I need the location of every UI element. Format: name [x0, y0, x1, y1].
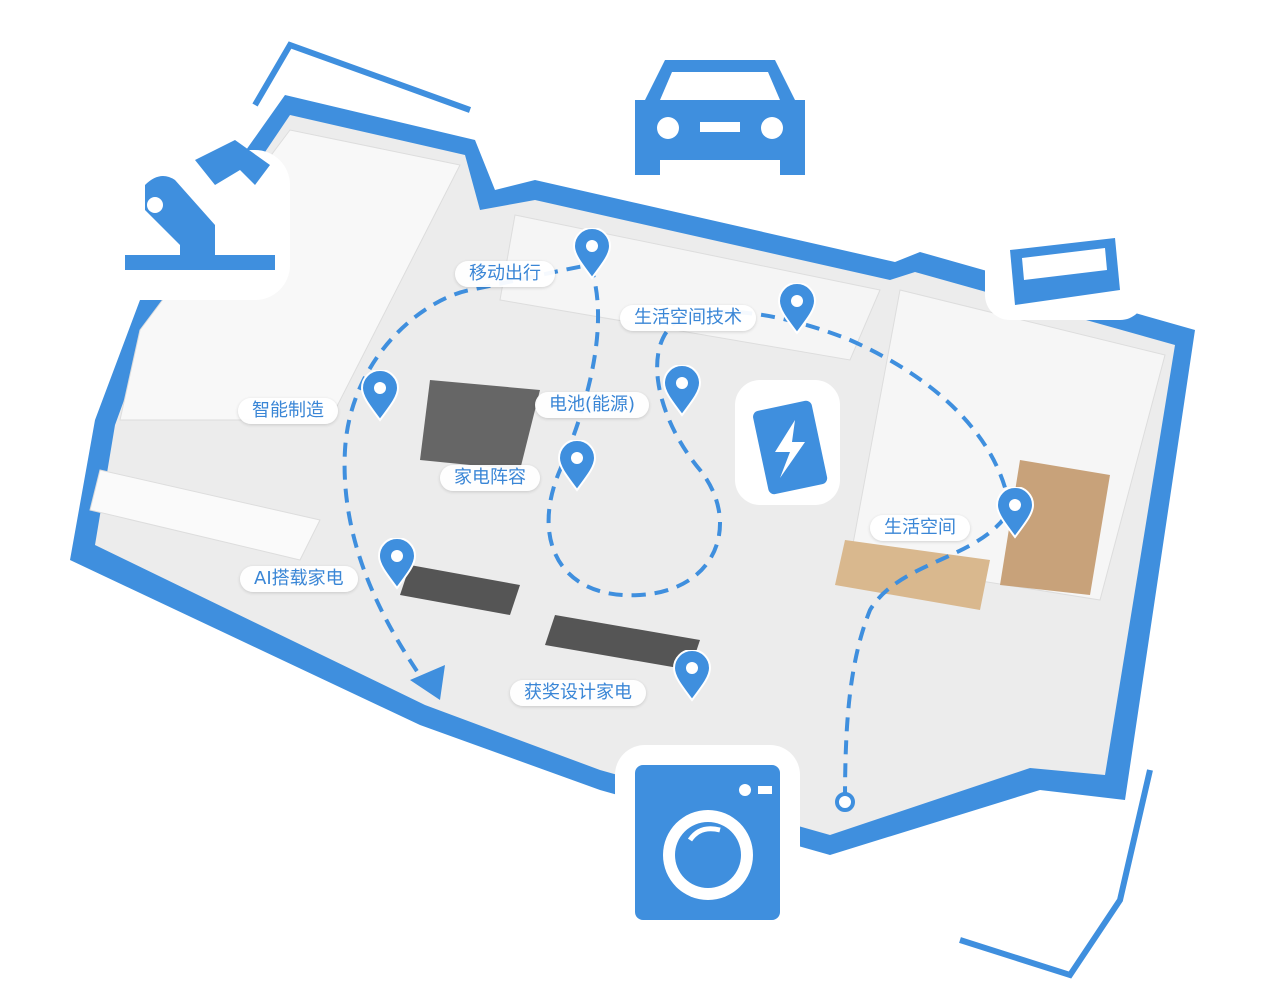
- seating-area: [89, 469, 321, 561]
- location-pin-icon[interactable]: [572, 228, 612, 280]
- zone-label-ai-appliances[interactable]: AI搭载家电: [240, 566, 358, 592]
- route-arrow-icon: [410, 665, 445, 700]
- sketch-line: [959, 769, 1153, 979]
- appliance-counter: [400, 565, 520, 615]
- zone-label-living-space[interactable]: 生活空间: [870, 515, 970, 541]
- location-pin-icon[interactable]: [777, 283, 817, 335]
- zone-label-award-design[interactable]: 获奖设计家电: [510, 680, 646, 706]
- zone-label-smart-manufacturing[interactable]: 智能制造: [238, 398, 338, 424]
- sketch-line: [252, 41, 472, 113]
- zone-label-living-tech[interactable]: 生活空间技术: [620, 305, 756, 331]
- robot-arm-icon: [105, 140, 290, 300]
- location-pin-icon[interactable]: [557, 440, 597, 492]
- car-icon: [615, 35, 825, 200]
- location-pin-icon[interactable]: [360, 370, 400, 422]
- location-pin-icon[interactable]: [995, 487, 1035, 539]
- zone-label-mobility[interactable]: 移动出行: [455, 261, 555, 287]
- zone-label-battery[interactable]: 电池(能源): [535, 392, 650, 418]
- location-pin-icon[interactable]: [662, 365, 702, 417]
- appliance-counter: [545, 615, 700, 670]
- zone-label-appliance-lineup[interactable]: 家电阵容: [440, 465, 540, 491]
- location-pin-icon[interactable]: [672, 650, 712, 702]
- wood-floor: [835, 540, 990, 610]
- location-pin-icon[interactable]: [377, 538, 417, 590]
- sofa-icon: [985, 225, 1145, 320]
- washing-machine-icon: [615, 745, 800, 940]
- appliance-display: [420, 380, 540, 470]
- battery-icon: [735, 380, 840, 505]
- route-end-icon: [835, 792, 855, 812]
